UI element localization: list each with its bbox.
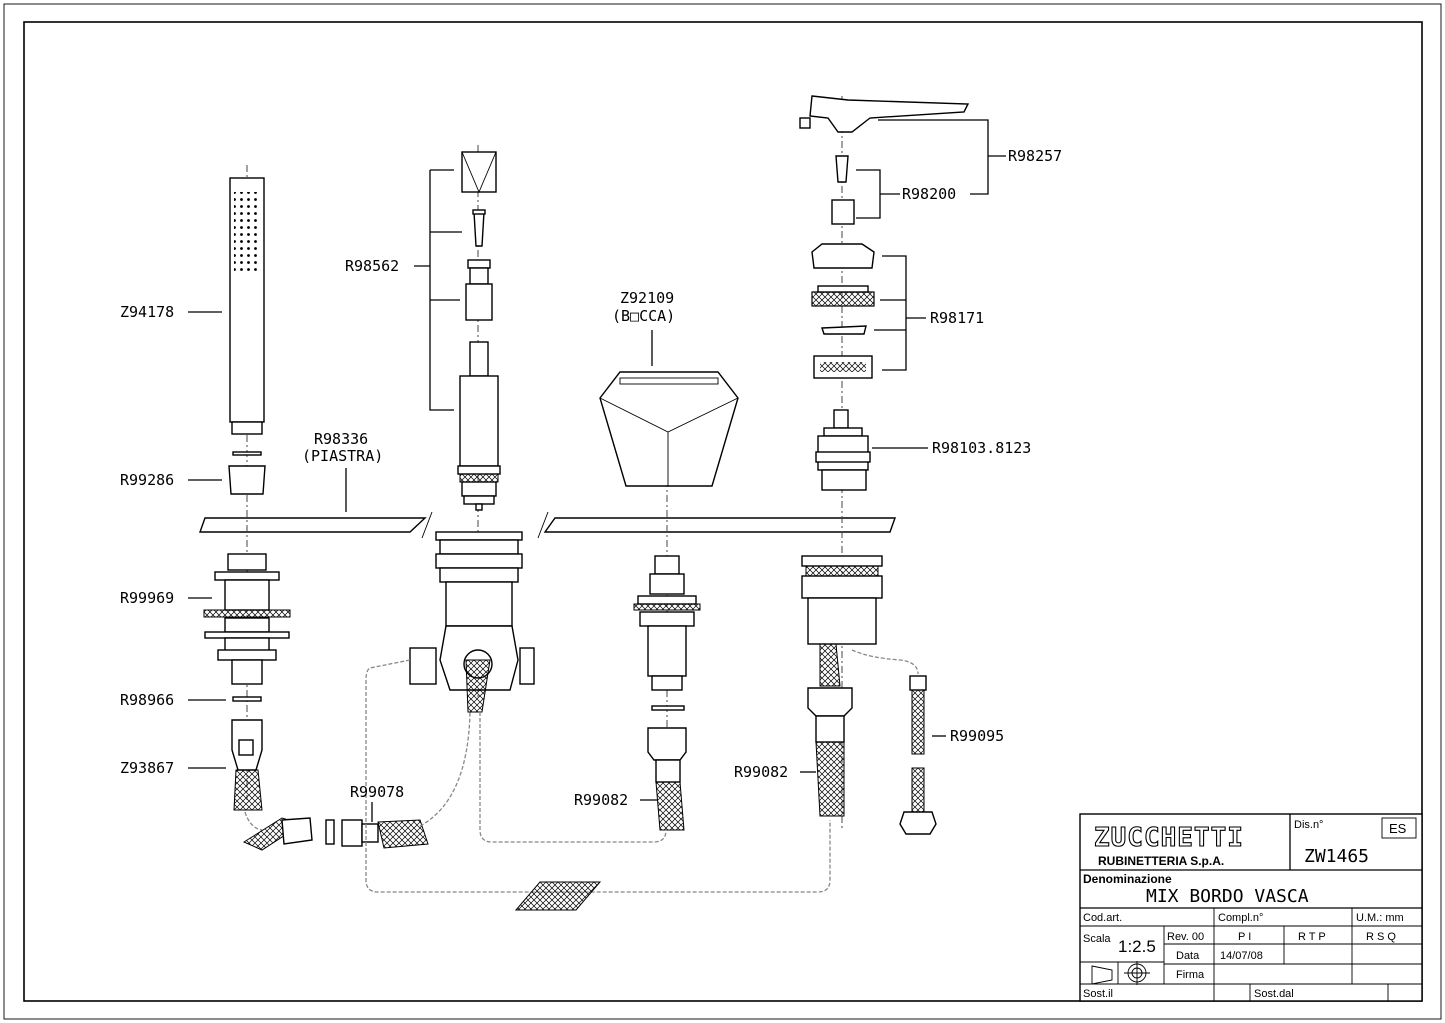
label-r98200: R98200: [902, 185, 956, 203]
data-value: 14/07/08: [1220, 950, 1263, 962]
compl-label: Compl.n°: [1218, 912, 1263, 924]
scala-label: Scala: [1083, 933, 1111, 945]
firma-label: Firma: [1176, 969, 1205, 981]
company-name: RUBINETTERIA S.p.A.: [1098, 854, 1224, 868]
hose-routing: [242, 659, 831, 911]
um-label: U.M.: mm: [1356, 912, 1404, 924]
diverter-column: [409, 145, 535, 713]
sost-dal-label: Sost.dal: [1254, 988, 1294, 1000]
scala-value: 1:2.5: [1118, 937, 1156, 956]
denominazione-value: MIX BORDO VASCA: [1146, 886, 1309, 907]
title-block: ZUCCHETTI RUBINETTERIA S.p.A. Dis.n° ZW1…: [1079, 813, 1423, 1002]
drawing-border: [23, 21, 1423, 1002]
label-r98103: R98103.8123: [932, 439, 1031, 457]
label-r99082-spout: R99082: [574, 791, 628, 809]
label-r98171: R98171: [930, 309, 984, 327]
rsq-label: R S Q: [1366, 931, 1396, 943]
label-r98336: R98336: [314, 430, 368, 448]
part-labels: Z94178 R99286 R99969 R98966 Z93867 R9833…: [120, 147, 1062, 809]
label-bocca: (B□CCA): [612, 307, 675, 325]
plate-piastra: [199, 511, 896, 539]
label-r99969: R99969: [120, 589, 174, 607]
label-r99095: R99095: [950, 727, 1004, 745]
label-r99286: R99286: [120, 471, 174, 489]
label-r98966: R98966: [120, 691, 174, 709]
label-z92109: Z92109: [620, 289, 674, 307]
mixer-column: [799, 95, 970, 835]
pi-label: P I: [1238, 931, 1251, 943]
label-z93867: Z93867: [120, 759, 174, 777]
label-r99082-mixer: R99082: [734, 763, 788, 781]
sost-il-label: Sost.il: [1083, 988, 1113, 1000]
dis-value: ZW1465: [1304, 846, 1369, 867]
label-r99078: R99078: [350, 783, 404, 801]
data-label: Data: [1176, 950, 1200, 962]
leader-lines: [188, 119, 1006, 822]
lang-badge: ES: [1389, 821, 1407, 836]
label-r98562: R98562: [345, 257, 399, 275]
denominazione-label: Denominazione: [1083, 872, 1172, 886]
rev-label: Rev. 00: [1167, 931, 1204, 943]
hand-shower-column: [203, 165, 291, 811]
projection-cone-icon: [1091, 965, 1113, 985]
label-z94178: Z94178: [120, 303, 174, 321]
label-r98257: R98257: [1008, 147, 1062, 165]
spout-column: [599, 371, 739, 831]
outer-frame: [3, 3, 1442, 1020]
company-logo: ZUCCHETTI: [1094, 823, 1244, 853]
dis-label: Dis.n°: [1294, 819, 1323, 831]
rtp-label: R T P: [1298, 931, 1326, 943]
cod-art-label: Cod.art.: [1083, 912, 1122, 924]
label-piastra: (PIASTRA): [302, 447, 383, 465]
